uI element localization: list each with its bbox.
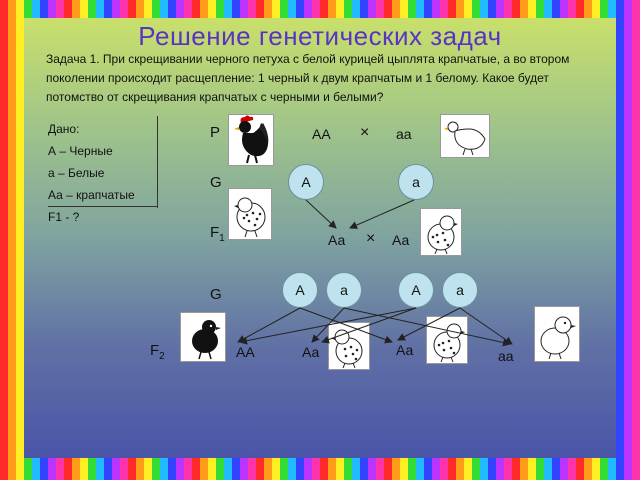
parent-male-genotype: АА <box>312 126 331 142</box>
rooster-icon <box>228 114 274 166</box>
given-line: F1 - ? <box>48 210 80 224</box>
f1-left-genotype: Аа <box>328 232 346 248</box>
given-divider-horizontal <box>48 206 158 207</box>
f2-genotype: Аа <box>396 342 414 358</box>
speckled-chick-icon <box>426 316 468 364</box>
f1-right-genotype: Аа <box>392 232 410 248</box>
cross-sign: × <box>366 230 376 247</box>
given-block: Дано: А – Черные а – Белые Аа – крапчаты… <box>48 118 158 228</box>
label-g1: G <box>210 174 222 191</box>
slide-background <box>24 18 616 458</box>
given-line: Аа – крапчатые <box>48 188 135 202</box>
black-chick-icon <box>180 312 226 362</box>
given-divider-vertical <box>157 116 158 208</box>
f2-genotype: аа <box>498 348 514 364</box>
cross-sign: × <box>360 124 370 141</box>
gamete-recessive: а <box>398 164 434 200</box>
label-f2: F2 <box>150 342 165 362</box>
gamete-dominant: А <box>282 272 318 308</box>
gamete-recessive: а <box>326 272 362 308</box>
label-p: Р <box>210 124 221 141</box>
white-chick-icon <box>534 306 580 362</box>
gamete-dominant: А <box>398 272 434 308</box>
given-line: А – Черные <box>48 144 113 158</box>
parent-female-genotype: аа <box>396 126 412 142</box>
f2-genotype: Аа <box>302 344 320 360</box>
slide-title: Решение генетических задач <box>138 21 502 51</box>
speckled-chick-icon <box>228 188 272 240</box>
speckled-chick-icon <box>328 322 370 370</box>
hen-icon <box>440 114 490 158</box>
label-f1: F1 <box>210 224 225 244</box>
gamete-recessive: а <box>442 272 478 308</box>
given-line: а – Белые <box>48 166 105 180</box>
label-g2: G <box>210 286 222 303</box>
task-text: Задача 1. При скрещивании черного петуха… <box>46 52 570 104</box>
speckled-chick-icon <box>420 208 462 256</box>
f2-genotype: АА <box>236 344 255 360</box>
given-heading: Дано: <box>48 122 80 136</box>
gamete-dominant: А <box>288 164 324 200</box>
